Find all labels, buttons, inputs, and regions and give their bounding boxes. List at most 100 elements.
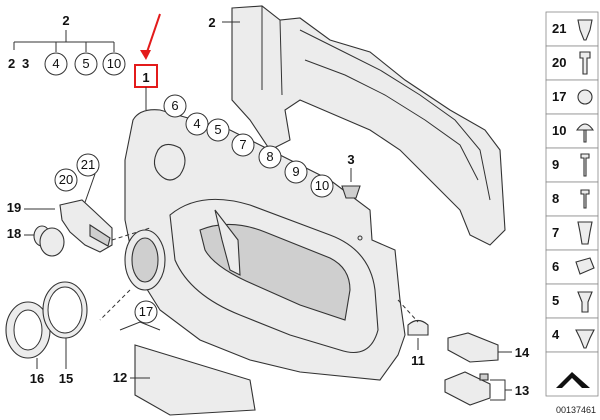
legend-icon-9 xyxy=(580,153,590,177)
legend-label-7: 7 xyxy=(552,225,559,240)
legend-arrow-inner xyxy=(562,378,582,388)
callout-circle-17 xyxy=(134,300,158,324)
legend-icon-4 xyxy=(575,329,595,349)
highlight-arrow-line xyxy=(145,13,161,56)
legend-cell-8 xyxy=(545,181,599,217)
label-tree: 2 2 3 4 5 10 xyxy=(8,13,126,76)
cap-label: 11 xyxy=(411,353,425,368)
clip-body xyxy=(341,185,361,199)
callout-circle-10 xyxy=(310,174,334,198)
door-pull-handle xyxy=(214,209,241,276)
legend-label-5: 5 xyxy=(552,293,559,308)
callout-circle-20 xyxy=(54,168,78,192)
tree-child-10: 10 xyxy=(107,56,121,71)
carrier-rib-3 xyxy=(261,6,283,96)
tree-child-5: 5 xyxy=(82,56,89,71)
callout-6: 6 xyxy=(171,98,178,113)
tree-child-4: 4 xyxy=(52,56,59,71)
cap-body xyxy=(407,319,429,336)
tree-circle-4 xyxy=(44,52,68,76)
dash-speaker xyxy=(99,289,131,321)
legend-label-17: 17 xyxy=(552,89,566,104)
carrier-part: 2 xyxy=(208,5,506,246)
callout-circle-6 xyxy=(163,94,187,118)
legend-label-8: 8 xyxy=(552,191,559,206)
strip-body xyxy=(134,344,256,416)
callout-circle-4 xyxy=(185,112,209,136)
legend-icon-17 xyxy=(577,89,593,105)
light-label: 13 xyxy=(515,383,529,398)
legend-icon-10 xyxy=(575,123,595,143)
ring-15-label: 15 xyxy=(59,371,73,386)
fastener-legend: 21 20 17 10 9 8 7 6 5 4 00137461 xyxy=(545,11,599,415)
legend-label-6: 6 xyxy=(552,259,559,274)
legend-cell-5 xyxy=(545,283,599,319)
panel-callouts: 6 4 5 7 8 9 10 xyxy=(163,94,334,198)
legend-icon-20 xyxy=(579,51,591,75)
screw-ring xyxy=(39,227,65,257)
left-parts: 21 20 19 18 17 16 15 xyxy=(5,153,166,386)
legend-label-21: 21 xyxy=(552,21,566,36)
strip-part: 12 xyxy=(113,344,256,416)
bracket-label: 14 xyxy=(515,345,530,360)
light-bulb xyxy=(479,373,489,381)
legend-icon-7 xyxy=(577,221,593,245)
leader-17 xyxy=(119,321,161,331)
ring-16-inner xyxy=(13,309,43,351)
legend-icon-21 xyxy=(577,19,593,41)
legend-icon-8 xyxy=(580,189,590,209)
ring-15-inner xyxy=(47,286,83,334)
tree-root-label: 2 xyxy=(62,13,69,28)
screw-label: 18 xyxy=(7,226,21,241)
legend-label-4: 4 xyxy=(552,327,560,342)
callout-5: 5 xyxy=(214,122,221,137)
dash-11 xyxy=(397,299,419,323)
clip-label: 3 xyxy=(347,152,354,167)
callout-21: 21 xyxy=(81,157,95,172)
clip-part: 3 xyxy=(341,152,361,199)
ring-16-label: 16 xyxy=(30,371,44,386)
legend-icon-5 xyxy=(577,291,593,313)
callout-9: 9 xyxy=(292,164,299,179)
callout-20: 20 xyxy=(59,172,73,187)
panel-hole xyxy=(357,235,363,241)
highlight-label: 1 xyxy=(142,70,149,85)
callout-circle-9 xyxy=(284,160,308,184)
cap-part: 11 xyxy=(397,299,429,368)
speaker-grille-inner xyxy=(131,237,159,283)
mirror-control-mount xyxy=(153,143,186,181)
callout-7: 7 xyxy=(239,137,246,152)
light-body xyxy=(444,371,491,406)
tree-child-3: 3 xyxy=(22,56,29,71)
callout-circle-5 xyxy=(206,118,230,142)
carrier-body xyxy=(231,5,506,246)
legend-icon-6 xyxy=(575,257,595,275)
handle-label: 19 xyxy=(7,200,21,215)
door-panel xyxy=(124,109,406,381)
strip-label: 12 xyxy=(113,370,127,385)
legend-label-20: 20 xyxy=(552,55,566,70)
handle-lever xyxy=(89,223,111,247)
callout-10: 10 xyxy=(315,178,329,193)
callout-4: 4 xyxy=(193,116,200,131)
callout-circle-8 xyxy=(258,145,282,169)
carrier-rib-1 xyxy=(299,29,491,201)
highlight-marker: 1 xyxy=(134,13,161,110)
callout-circle-21 xyxy=(76,153,100,177)
bracket-part: 14 xyxy=(447,332,530,363)
light-part: 13 xyxy=(444,371,529,406)
tree-circle-5 xyxy=(74,52,98,76)
tree-connectors xyxy=(13,30,115,52)
callout-circle-7 xyxy=(231,133,255,157)
callout-8: 8 xyxy=(266,149,273,164)
bracket-body xyxy=(447,332,499,363)
carrier-rib-2 xyxy=(304,59,479,181)
tree-child-2: 2 xyxy=(8,56,15,71)
tree-circle-10 xyxy=(102,52,126,76)
leader-13 xyxy=(490,379,512,401)
legend-label-10: 10 xyxy=(552,123,566,138)
reference-number: 00137461 xyxy=(556,405,596,415)
carrier-label: 2 xyxy=(208,15,215,30)
highlight-arrow-head xyxy=(140,50,151,60)
